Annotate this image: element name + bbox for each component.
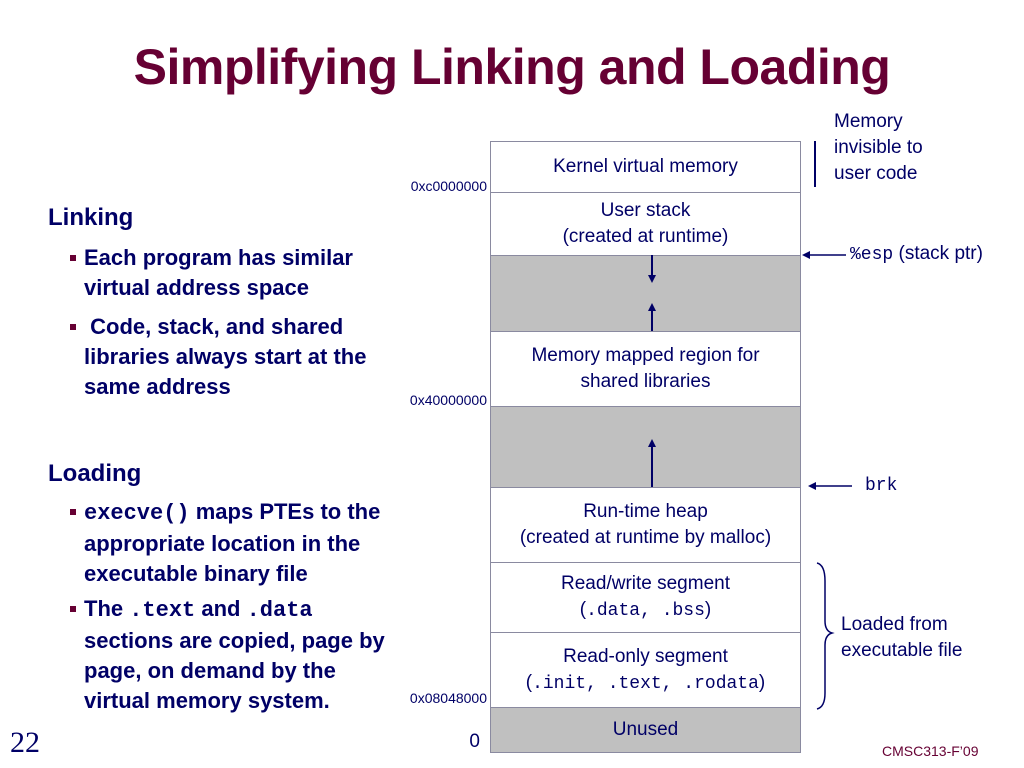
bullet-text: sections are copied, page by: [84, 628, 385, 653]
segment-sublabel: shared libraries: [580, 371, 711, 392]
loading-bullet-1: execve() maps PTEs to the appropriate lo…: [70, 497, 444, 589]
note-line: user code: [834, 163, 918, 184]
code-execve: execve(): [84, 501, 190, 526]
esp-register: %esp: [850, 245, 894, 265]
bullet-text: libraries always start at the: [84, 344, 367, 369]
segment-sublabel: (.data, .bss): [579, 599, 712, 621]
loading-bullet-2: The .text and .data sections are copied,…: [70, 594, 444, 716]
segment-sublabel: (created at runtime by malloc): [519, 527, 772, 548]
segment-gap-heap: [490, 406, 801, 488]
note-line: executable file: [841, 640, 963, 661]
segment-heap: Run-time heap (created at runtime by mal…: [490, 487, 801, 563]
note-line: Memory: [834, 111, 903, 132]
linking-bullet-2: Code, stack, and shared libraries always…: [70, 312, 434, 402]
segment-label: Run-time heap: [583, 501, 708, 522]
segment-label: Read/write segment: [561, 573, 730, 594]
note-line: invisible to: [834, 137, 923, 158]
code-data: .data: [246, 598, 313, 623]
bullet-text: maps PTEs to the: [189, 499, 381, 524]
bullet-marker: [70, 324, 76, 330]
esp-label: %esp (stack ptr): [850, 241, 983, 268]
bullet-text: page, on demand by the: [84, 658, 336, 683]
segment-kernel: Kernel virtual memory: [490, 141, 801, 193]
segment-label: Kernel virtual memory: [553, 156, 738, 177]
bullet-text: Code, stack, and shared: [84, 314, 344, 339]
slide-number: 22: [10, 726, 40, 759]
segment-label: Read-only segment: [563, 645, 728, 667]
loaded-note: Loaded from executable file: [841, 612, 962, 664]
segment-gap-stack: [490, 255, 801, 332]
segment-shared-libs: Memory mapped region for shared librarie…: [490, 331, 801, 407]
course-label: CMSC313-F’09: [882, 743, 979, 759]
addr-zero: 0: [469, 731, 480, 752]
addr-kernel: 0xc0000000: [410, 178, 487, 194]
bullet-text: same address: [84, 374, 231, 399]
code-text: .text: [129, 598, 196, 623]
esp-text: (stack ptr): [893, 243, 983, 264]
brk-label: brk: [865, 476, 898, 496]
bullet-text: and: [195, 596, 247, 621]
segment-unused: Unused: [490, 707, 801, 753]
segment-ro: Read-only segment (.init, .text, .rodata…: [490, 632, 801, 708]
loading-heading: Loading: [48, 460, 142, 487]
segment-label: Unused: [612, 719, 679, 740]
linking-heading: Linking: [48, 204, 134, 231]
segment-label: Memory mapped region for: [531, 345, 760, 366]
diagram-arrows: [648, 141, 852, 710]
bullet-text: virtual memory system.: [84, 688, 330, 713]
bullet-text: The: [84, 596, 130, 621]
loaded-brace: [816, 562, 835, 710]
addr-shared: 0x40000000: [409, 392, 487, 408]
segment-sublabel: (created at runtime): [562, 226, 729, 247]
addr-text: 0x08048000: [409, 690, 487, 706]
bullet-text: virtual address space: [84, 275, 310, 300]
segment-rw: Read/write segment (.data, .bss): [490, 562, 801, 633]
segment-sublabel: (.init, .text, .rodata): [525, 671, 766, 694]
linking-bullet-1: Each program has similar virtual address…: [70, 243, 424, 303]
note-line: Loaded from: [841, 614, 948, 635]
bullet-marker: [70, 255, 76, 261]
segment-label: User stack: [600, 200, 691, 221]
segment-code: .data, .bss: [586, 601, 705, 621]
bullet-marker: [70, 606, 76, 612]
segment-user-stack: User stack (created at runtime): [490, 192, 801, 256]
segment-code: .init, .text, .rodata: [532, 673, 759, 694]
bullet-text: appropriate location in the: [84, 531, 361, 556]
bullet-text: executable binary file: [84, 561, 308, 586]
slide-title: Simplifying Linking and Loading: [133, 39, 891, 95]
invisible-note: Memory invisible to user code: [834, 109, 923, 187]
bullet-text: Each program has similar: [84, 245, 353, 270]
bullet-marker: [70, 509, 76, 515]
